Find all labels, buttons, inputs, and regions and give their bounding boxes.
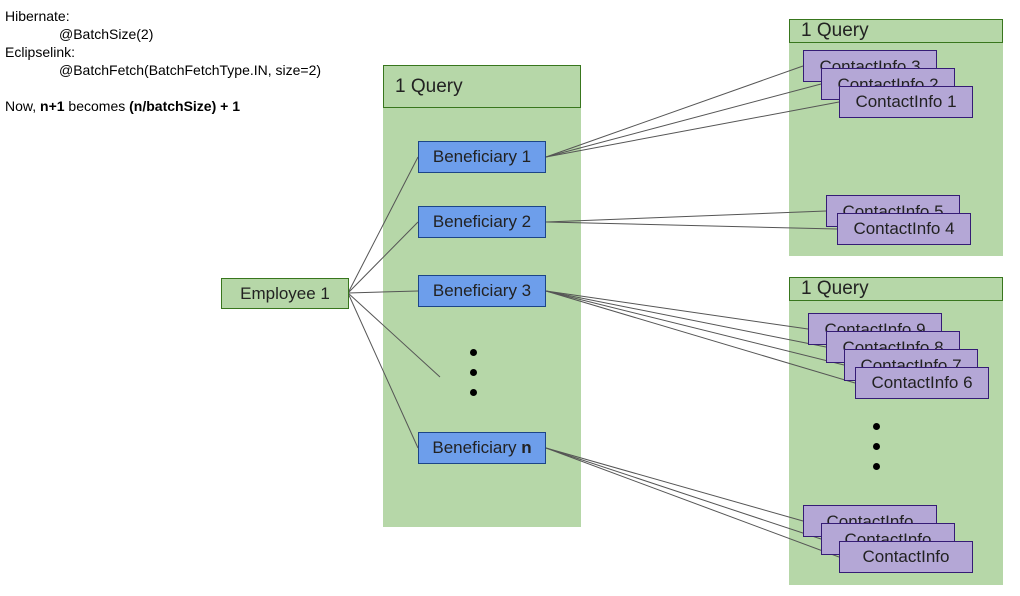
ellipsis-dot [873,443,880,450]
beneficiary-node-3: Beneficiary 3 [418,275,546,307]
eclipselink-code: @BatchFetch(BatchFetchType.IN, size=2) [59,62,322,78]
contact-query-label-bottom: 1 Query [789,277,1003,301]
contactinfo-node-4: ContactInfo 4 [837,213,971,245]
notes: Hibernate: @BatchSize(2) Eclipselink: @B… [5,7,321,115]
formula-result: (n/batchSize) + 1 [129,98,240,114]
beneficiary-n-letter: n [521,438,532,457]
formula-prefix: Now, [5,98,41,114]
beneficiary-query-label: 1 Query [383,65,581,108]
contactinfo-node-1: ContactInfo 1 [839,86,973,118]
hibernate-code: @BatchSize(2) [59,26,154,42]
beneficiary-node-n: Beneficiary n [418,432,546,464]
ellipsis-dot [470,369,477,376]
beneficiary-node-2: Beneficiary 2 [418,206,546,238]
formula-mid: becomes [64,98,130,114]
beneficiary-node-1: Beneficiary 1 [418,141,546,173]
eclipselink-label: Eclipselink: [5,44,76,60]
employee-node: Employee 1 [221,278,349,309]
hibernate-label: Hibernate: [5,8,70,24]
beneficiary-n-prefix: Beneficiary [432,438,522,457]
ellipsis-dot [470,349,477,356]
ellipsis-dot [873,463,880,470]
ellipsis-dot [470,389,477,396]
formula-n-plus-1: n+1 [40,98,65,114]
contactinfo-node-c: ContactInfo [839,541,973,573]
formula-line: Now, n+1 becomes (n/batchSize) + 1 [5,97,321,115]
contactinfo-node-6: ContactInfo 6 [855,367,989,399]
ellipsis-dot [873,423,880,430]
contact-query-label-top: 1 Query [789,19,1003,43]
